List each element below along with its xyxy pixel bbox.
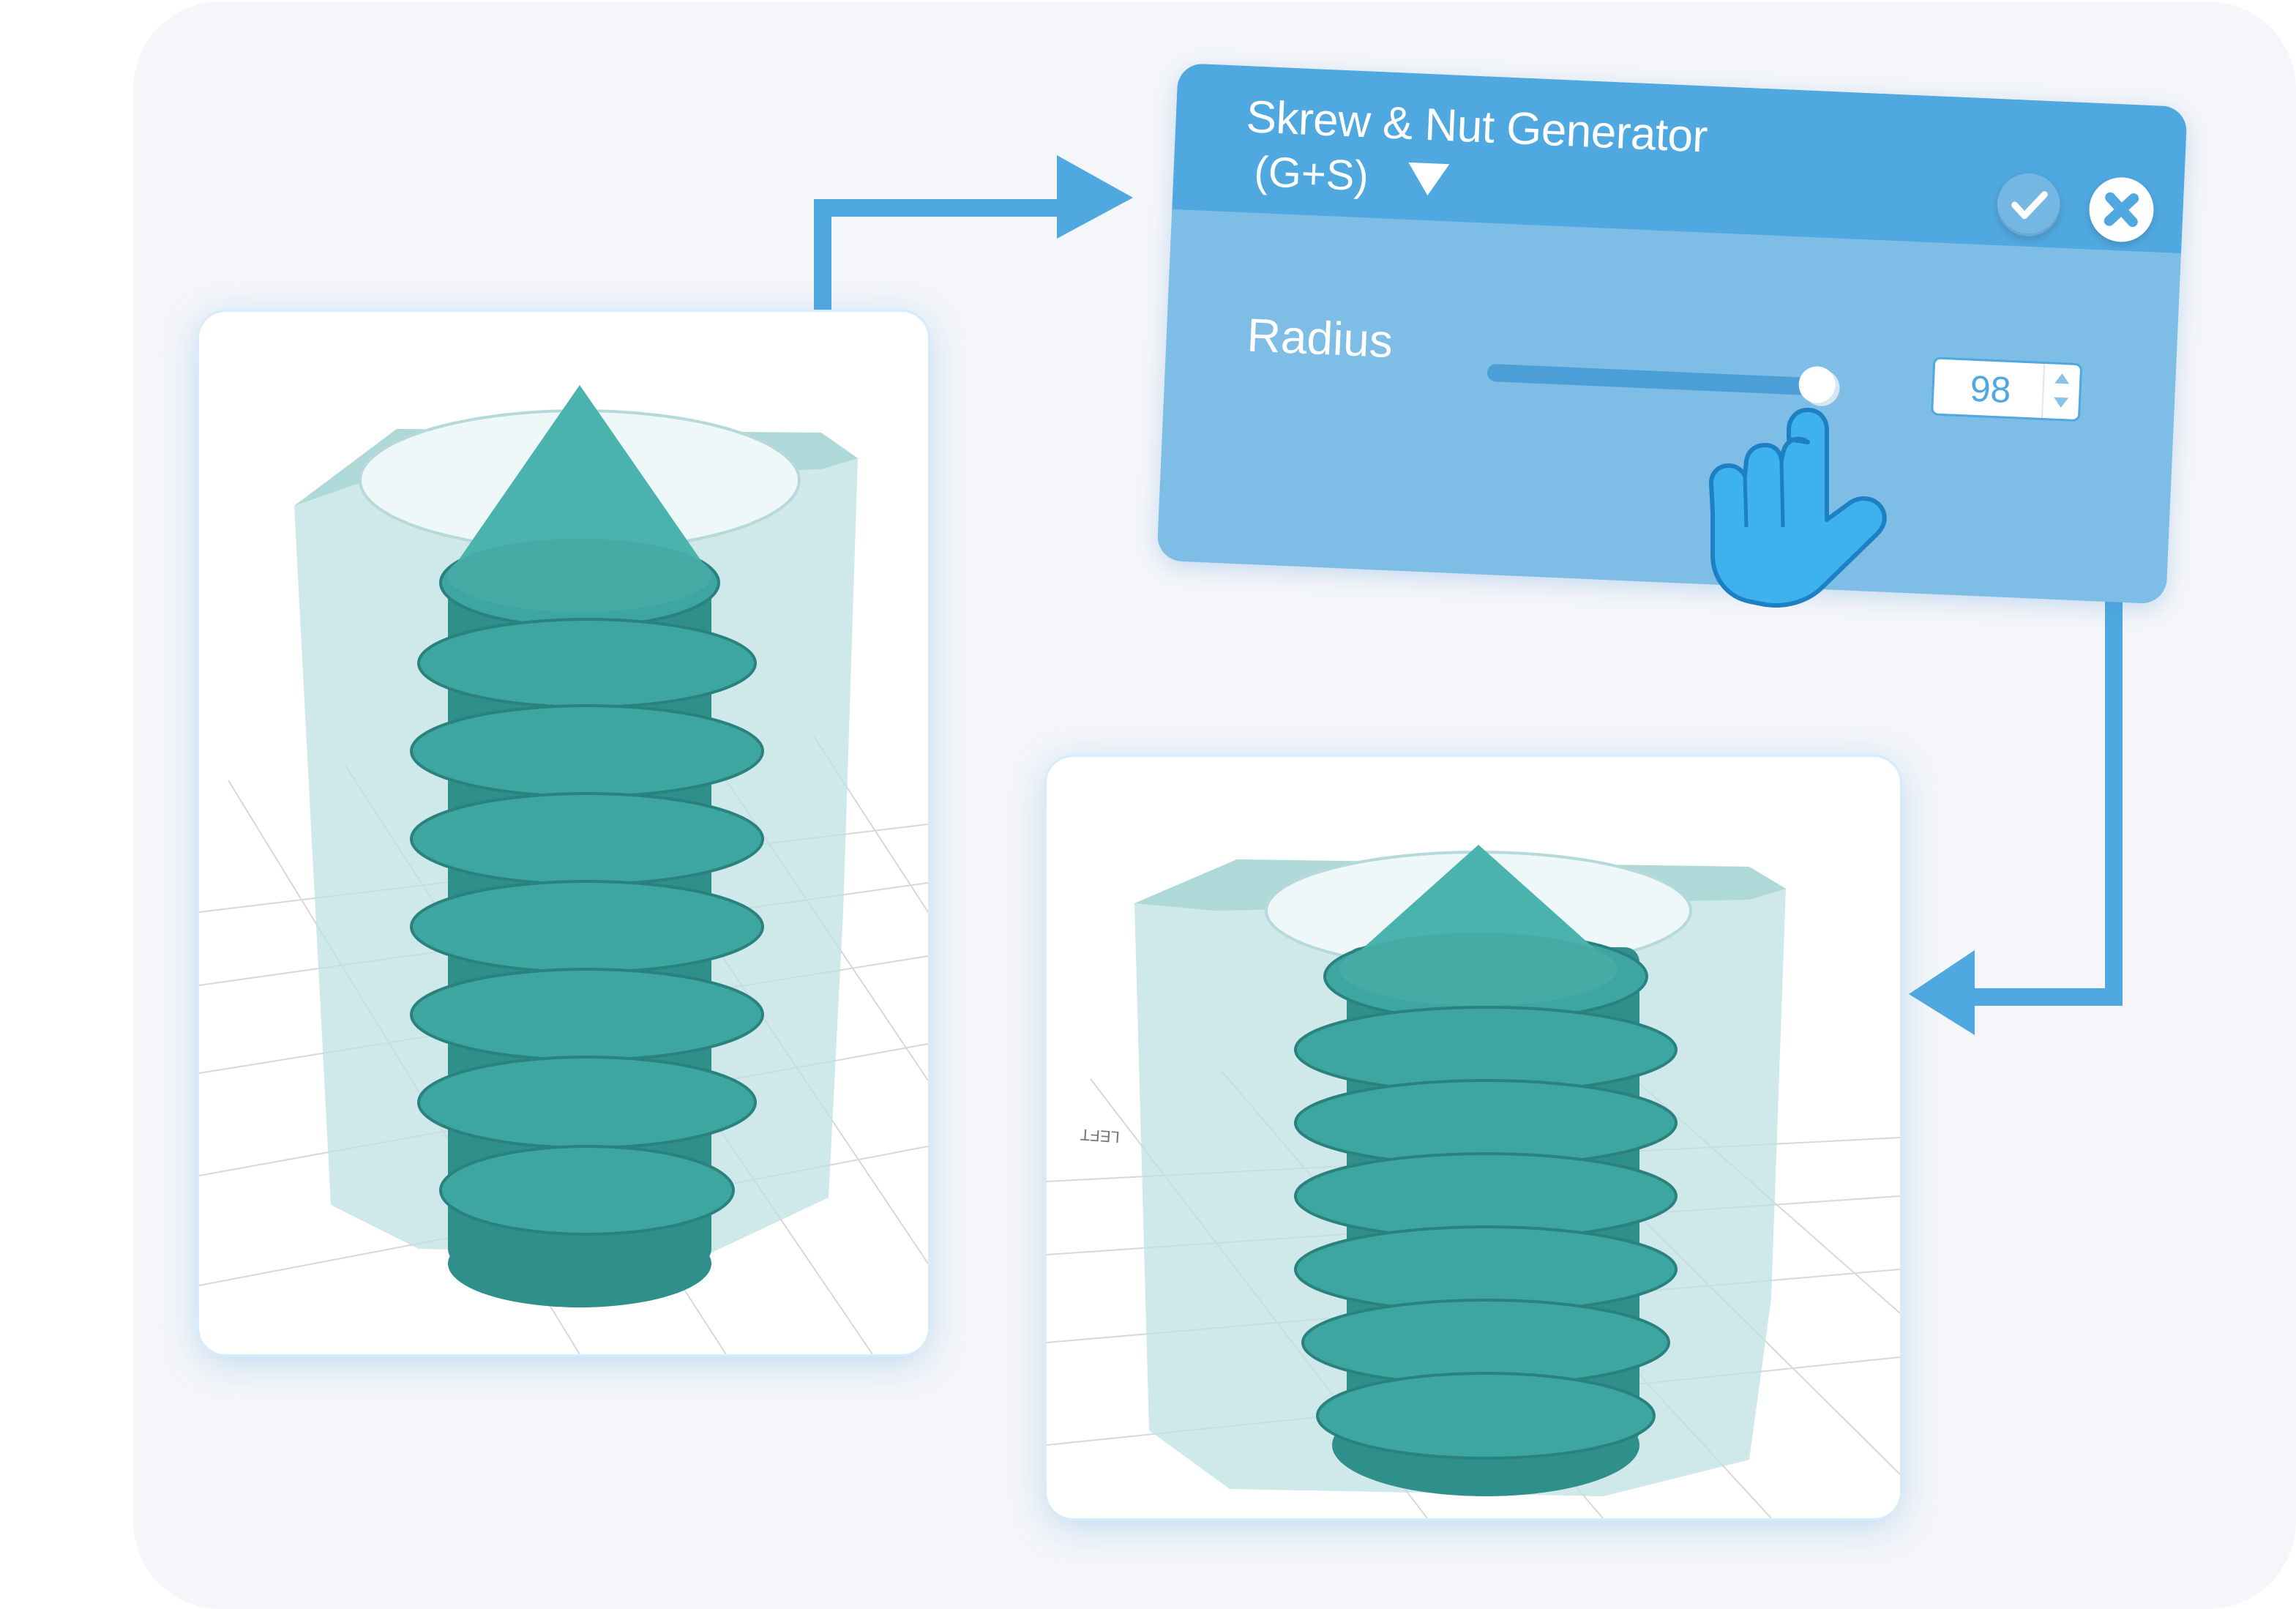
view-label-left: LEFT xyxy=(1080,1125,1120,1146)
close-icon xyxy=(2104,192,2139,228)
dialog-shortcut: (G+S) xyxy=(1253,147,1370,201)
viewport-after: LEFT xyxy=(1047,757,1900,1518)
checkmark-icon xyxy=(2011,191,2048,220)
increment-icon[interactable] xyxy=(2044,364,2081,392)
dialog-header: Skrew & Nut Generator (G+S) xyxy=(1172,63,2188,254)
caret-down-icon[interactable] xyxy=(1407,162,1450,197)
radius-value-input[interactable] xyxy=(1933,359,2049,420)
screw-model-tall xyxy=(199,385,928,1354)
screw-nut-generator-dialog: Skrew & Nut Generator (G+S) Radius xyxy=(1156,63,2188,605)
viewport-before xyxy=(199,312,928,1354)
radius-label: Radius xyxy=(1246,308,1394,368)
radius-slider[interactable] xyxy=(1487,363,1825,396)
screw-model-short: LEFT xyxy=(1047,845,1900,1518)
radius-stepper[interactable] xyxy=(1930,356,2083,422)
close-button[interactable] xyxy=(2087,176,2155,244)
decrement-icon[interactable] xyxy=(2043,391,2079,419)
hand-pointer-icon xyxy=(1709,408,1887,608)
stepper-arrows xyxy=(2041,363,2081,420)
confirm-button[interactable] xyxy=(1995,172,2062,238)
